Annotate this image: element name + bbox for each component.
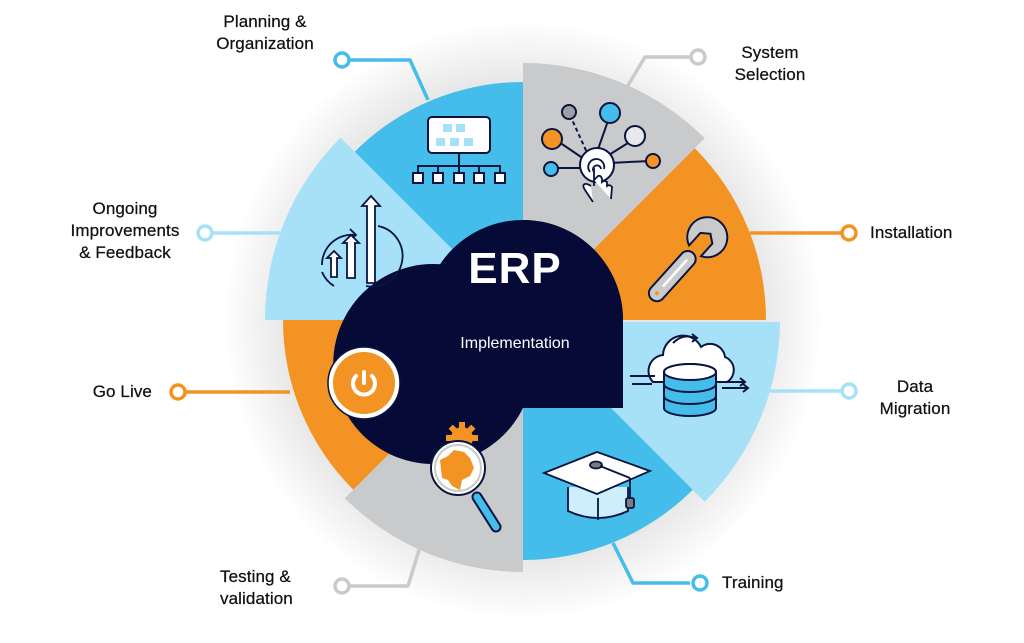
label-testing: Testing & validation <box>220 566 293 610</box>
org-chart-icon <box>412 116 506 184</box>
graduation-cap-icon <box>541 451 653 520</box>
power-icon <box>327 346 401 420</box>
training-node-icon <box>691 574 709 592</box>
testing-node-icon <box>333 577 351 595</box>
label-line: Organization <box>216 34 314 53</box>
label-line: Go Live <box>92 382 152 401</box>
label-line: Migration <box>879 399 951 418</box>
label-line: Planning & <box>223 12 307 31</box>
system-selection-node-icon <box>689 48 707 66</box>
planning-connector <box>348 58 430 101</box>
label-line: Training <box>722 573 784 592</box>
planning-node-icon <box>333 51 351 69</box>
label-data-migration: Data Migration <box>855 376 975 420</box>
label-installation: Installation <box>870 222 953 244</box>
cloud-database-icon <box>630 333 750 417</box>
data-migration-node-icon <box>840 382 858 400</box>
label-line: Testing & <box>220 567 291 586</box>
label-go-live: Go Live <box>60 381 152 403</box>
center-subtitle: Implementation <box>460 335 570 352</box>
center-title: ERP <box>468 244 562 293</box>
touch-network-icon <box>541 102 661 203</box>
growth-arrows-icon <box>321 194 404 288</box>
label-planning: Planning & Organization <box>195 11 335 55</box>
magnifier-gear-icon <box>430 422 502 533</box>
label-line: validation <box>220 589 293 608</box>
system-selection-connector <box>622 55 693 93</box>
label-line: Selection <box>734 65 806 84</box>
training-connector <box>611 542 690 585</box>
label-line: & Feedback <box>79 243 171 262</box>
label-training: Training <box>722 572 784 594</box>
label-line: Improvements <box>70 221 180 240</box>
installation-node-icon <box>840 224 858 242</box>
label-line: Installation <box>870 223 953 242</box>
label-system-selection: System Selection <box>710 42 830 86</box>
wrench-icon <box>647 216 729 303</box>
ongoing-node-icon <box>196 224 214 242</box>
testing-connector <box>345 546 422 588</box>
go-live-node-icon <box>169 383 187 401</box>
label-line: Ongoing <box>92 199 158 218</box>
label-line: Data <box>896 377 934 396</box>
label-line: System <box>741 43 799 62</box>
label-ongoing: Ongoing Improvements & Feedback <box>50 198 200 264</box>
